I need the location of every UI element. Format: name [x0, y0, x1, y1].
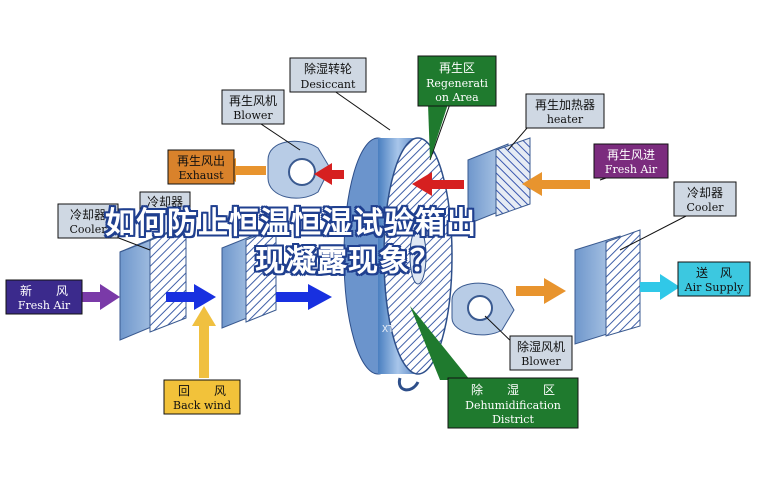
- label-desiccant-en: Desiccant: [301, 78, 356, 91]
- overlay-title: 如何防止恒温恒湿试验箱出 现凝露现象？: [105, 205, 665, 281]
- label-back-wind: 回 风 Back wind: [163, 379, 241, 415]
- label-regen-area-cn: 再生区: [439, 61, 475, 75]
- dehum-blower-unit: [451, 282, 515, 336]
- regen-blower-unit: [267, 140, 331, 199]
- label-supply-en: Air Supply: [684, 281, 744, 294]
- label-cooler-right: 冷却器 Cooler: [673, 181, 737, 217]
- label-cooler-left: 冷却器 Cooler: [57, 203, 119, 239]
- arrow-back-wind: [192, 306, 216, 378]
- label-desiccant: 除湿转轮 Desiccant: [289, 57, 367, 93]
- label-regen-blower-en: Blower: [233, 109, 273, 122]
- label-air-supply: 送 风 Air Supply: [677, 261, 751, 297]
- label-cooler-left-en: Cooler: [70, 223, 108, 236]
- label-fresh-air: 新 风 Fresh Air: [5, 279, 83, 315]
- label-cooler-right-en: Cooler: [687, 201, 725, 214]
- label-regen-blower: 再生风机 Blower: [221, 89, 285, 125]
- cooler-right-unit: [574, 229, 641, 345]
- arrow-regen-red: [314, 163, 344, 185]
- cooler-mid-unit: [221, 227, 277, 329]
- arrow-regen-hot: [412, 172, 464, 196]
- label-regen-fresh-en: Fresh Air: [605, 163, 658, 176]
- label-cooler-left-cn: 冷却器: [70, 208, 106, 222]
- label-fresh-air-cn: 新 风: [20, 283, 68, 298]
- label-dehum-district-en1: Dehumidification: [465, 399, 561, 412]
- label-dehum-blower-cn: 除湿风机: [517, 339, 565, 354]
- label-regen-area-en1: Regenerati: [426, 77, 488, 90]
- label-exhaust-en: Exhaust: [178, 169, 224, 182]
- arrow-blue-2: [276, 284, 332, 310]
- cooler-left-unit: [119, 225, 187, 341]
- label-supply-cn: 送 风: [696, 265, 732, 280]
- label-regen-blower-cn: 再生风机: [229, 94, 277, 108]
- arrow-regen-fresh-in: [522, 172, 590, 196]
- label-cooler-mid: 冷却器: [139, 191, 191, 213]
- arrow-blue-1: [166, 284, 216, 310]
- label-regen-heater-en: heater: [547, 113, 584, 126]
- label-dehum-blower: 除湿风机 Blower: [509, 335, 573, 371]
- overlay-title-line1: 如何防止恒温恒湿试验箱出: [105, 206, 477, 241]
- dehum-zone-pointer: [410, 306, 470, 380]
- label-cooler-right-cn: 冷却器: [687, 186, 723, 200]
- label-regen-area: 再生区 Regenerati on Area: [417, 55, 497, 107]
- label-regen-heater: 再生加热器 heater: [525, 93, 605, 129]
- label-exhaust-cn: 再生风出: [177, 154, 225, 168]
- arrow-dehum-out: [516, 278, 566, 304]
- label-regen-exhaust: 再生风出 Exhaust: [167, 149, 235, 185]
- label-dehum-district: 除 湿 区 Dehumidification District: [447, 377, 579, 429]
- regen-zone-pointer: [428, 104, 448, 160]
- arrow-fresh-air-in: [82, 284, 120, 310]
- overlay-title-line2: 现凝露现象？: [255, 244, 441, 279]
- wheel-mark: XT: [382, 324, 394, 335]
- label-dehum-district-en2: District: [492, 413, 534, 426]
- label-dehum-blower-en: Blower: [521, 355, 561, 368]
- regen-heater-unit: [467, 137, 531, 225]
- label-back-wind-en: Back wind: [173, 399, 231, 412]
- label-regen-heater-cn: 再生加热器: [535, 98, 595, 112]
- label-back-wind-cn: 回 风: [178, 384, 226, 398]
- label-desiccant-cn: 除湿转轮: [304, 61, 352, 76]
- label-regen-area-en2: on Area: [435, 91, 479, 104]
- leader-lines: [102, 87, 691, 351]
- desiccant-wheel: XT: [343, 137, 453, 392]
- label-regen-fresh-cn: 再生风进: [607, 148, 655, 162]
- label-dehum-district-cn: 除 湿 区: [471, 382, 555, 397]
- label-fresh-air-en: Fresh Air: [18, 299, 71, 312]
- label-cooler-mid-cn: 冷却器: [147, 195, 183, 209]
- arrow-supply-out: [640, 274, 680, 300]
- label-regen-fresh-air: 再生风进 Fresh Air: [593, 143, 669, 179]
